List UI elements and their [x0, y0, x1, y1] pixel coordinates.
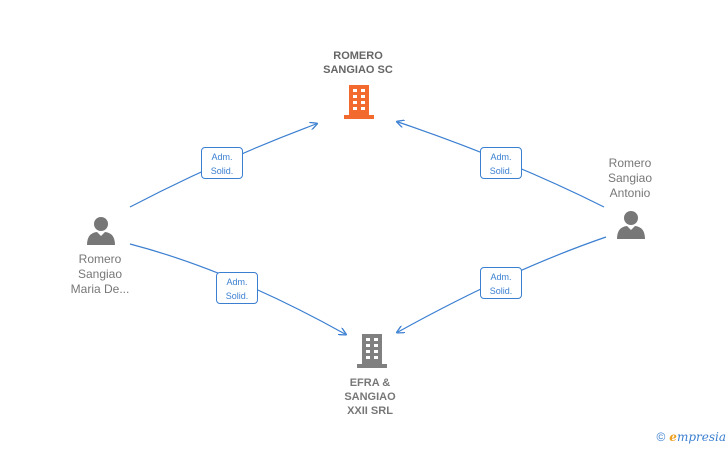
edge-label-line2: Solid.	[225, 291, 249, 301]
company-label-efra-sangiao[interactable]: EFRA & SANGIAO XXII SRL	[344, 377, 396, 417]
building-icon[interactable]	[356, 333, 388, 369]
edge-label-line1: Adm.	[211, 152, 233, 162]
person-label-maria[interactable]: Romero Sangiao Maria De...	[70, 252, 130, 296]
edge-label-line1: Adm.	[490, 152, 512, 162]
edge-label-line1: Adm.	[490, 272, 512, 282]
edge-label-line2: Solid.	[489, 286, 513, 296]
person-icon[interactable]	[616, 210, 646, 240]
edge-label-adm-solid[interactable]: Adm. Solid.	[216, 272, 258, 304]
company-label-romero-sangiao-sc[interactable]: ROMERO SANGIAO SC	[323, 50, 393, 76]
building-icon[interactable]	[343, 84, 375, 120]
edge-label-adm-solid[interactable]: Adm. Solid.	[201, 147, 243, 179]
edge-label-adm-solid[interactable]: Adm. Solid.	[480, 147, 522, 179]
copyright-icon: ©	[656, 430, 666, 444]
edge-label-line2: Solid.	[210, 166, 234, 176]
footer-brand: © empresia	[656, 430, 726, 444]
edge-label-line1: Adm.	[226, 277, 248, 287]
empresia-logo[interactable]: empresia	[669, 430, 726, 444]
edge-label-line2: Solid.	[489, 166, 513, 176]
person-icon[interactable]	[86, 216, 116, 246]
edge-label-adm-solid[interactable]: Adm. Solid.	[480, 267, 522, 299]
person-label-antonio[interactable]: Romero Sangiao Antonio	[607, 156, 653, 200]
